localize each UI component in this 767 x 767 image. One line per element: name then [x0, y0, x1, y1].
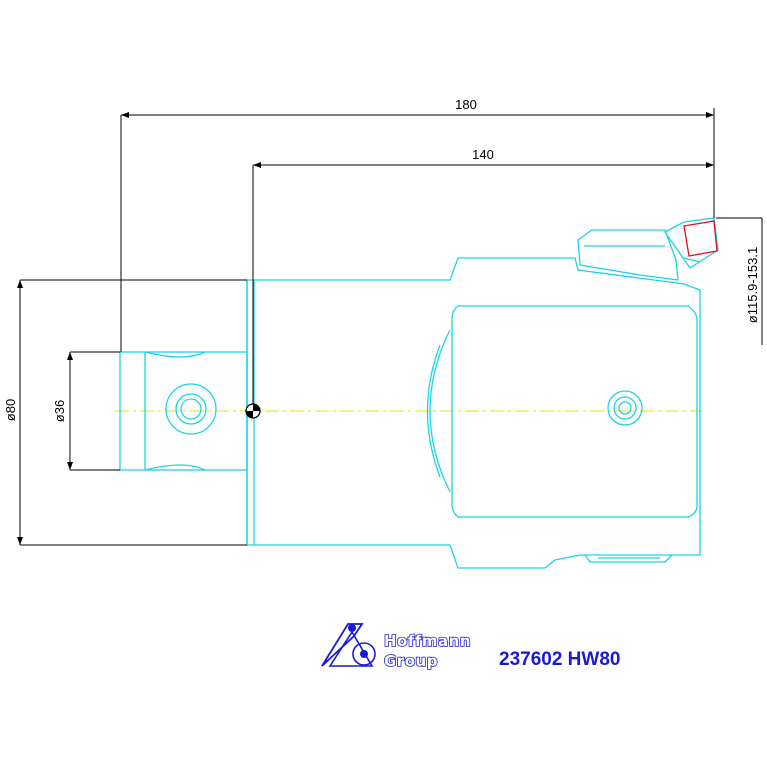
dim-body-diameter: ø80: [3, 399, 18, 421]
dim-overall-length: 180: [455, 97, 477, 112]
logo-line2: Group: [384, 652, 438, 670]
hoffmann-group-logo: Hoffmann Group: [321, 623, 471, 671]
logo-line1: Hoffmann: [384, 632, 471, 650]
part-number: 237602 HW80: [499, 649, 620, 670]
dim-shank-diameter: ø36: [52, 400, 67, 422]
insert-holder: [577, 217, 719, 281]
gauge-point-marker: [245, 403, 261, 419]
dim-gauge-length: 140: [472, 147, 494, 162]
dim-bore-range: ø115.9-153.1: [745, 247, 760, 323]
tool-body-outline: [119, 257, 701, 569]
dimension-lines: [17, 108, 763, 546]
cutting-insert: [683, 220, 718, 257]
